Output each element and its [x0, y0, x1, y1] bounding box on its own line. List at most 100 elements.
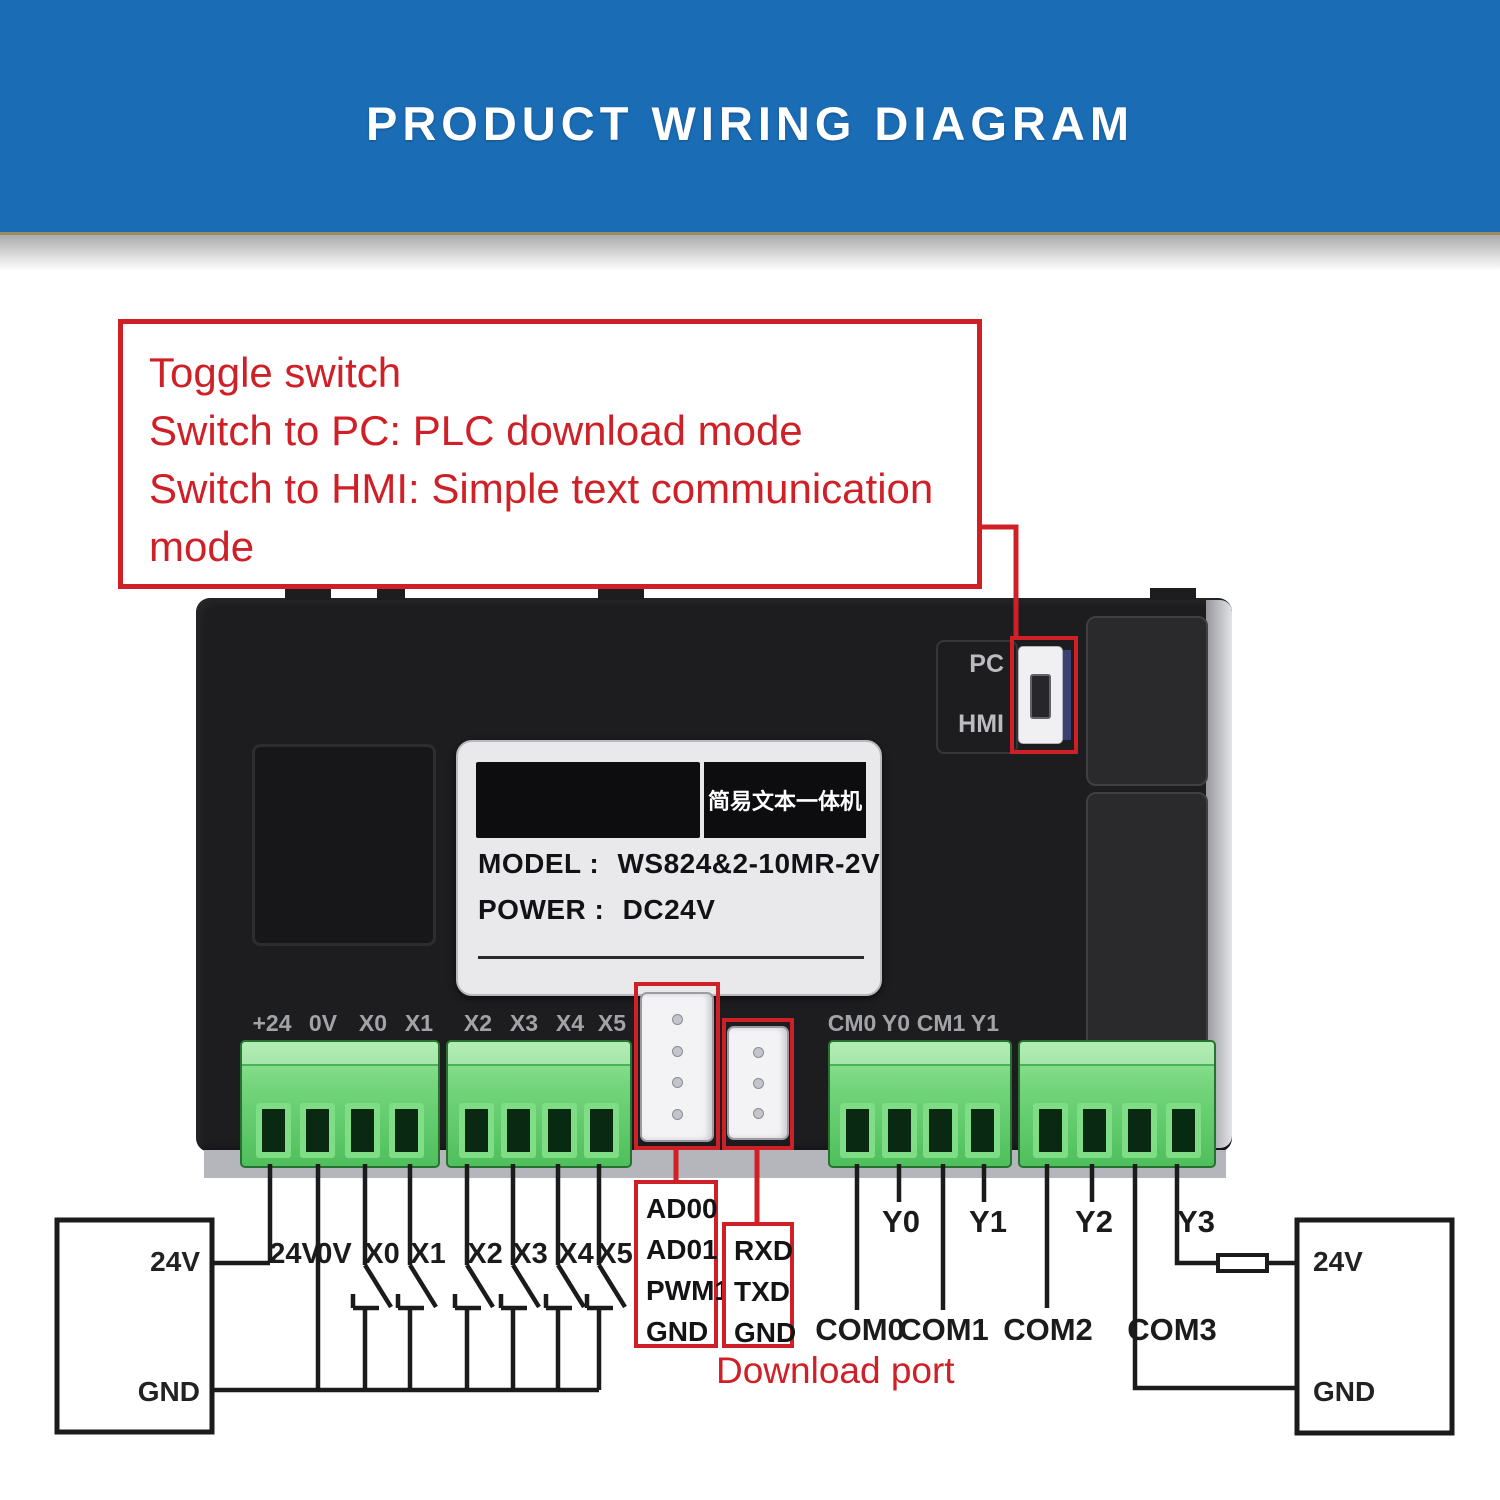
terminal-block-inputs-1 [240, 1040, 440, 1168]
model-value: WS824&2-10MR-2V [617, 848, 881, 879]
output-label: Y2 [1075, 1204, 1113, 1239]
common-label: COM2 [1003, 1312, 1093, 1347]
terminal-hole [584, 1103, 620, 1158]
device-top-tab [1150, 588, 1196, 600]
serial-pinout-box: RXD TXD GND [722, 1222, 796, 1348]
header-banner: PRODUCT WIRING DIAGRAM [0, 0, 1500, 232]
terminal-holes [1024, 1103, 1210, 1158]
left-supply-24v-label: 24V [150, 1246, 200, 1277]
terminal-label: X1 [404, 1010, 434, 1036]
device-top-tab [377, 588, 405, 600]
wire-label: X5 [597, 1238, 633, 1270]
connector-4pin [640, 992, 714, 1142]
serial-pin-label: TXD [734, 1276, 790, 1307]
left-supply-gnd-label: GND [137, 1376, 200, 1407]
serial-pin-label: GND [734, 1317, 797, 1348]
power-label: POWER : [478, 894, 605, 925]
terminal-hole [840, 1103, 876, 1158]
terminal-label: +24 [252, 1010, 292, 1036]
terminal-holes [834, 1103, 1006, 1158]
terminal-block-lip [830, 1042, 1010, 1066]
switch-pcb-strip [1063, 650, 1071, 740]
right-supply-gnd-label: GND [1313, 1376, 1376, 1407]
analog-pin-label: AD01 [646, 1234, 718, 1265]
toggle-switch-note-box: Toggle switch Switch to PC: PLC download… [118, 319, 982, 589]
terminal-label: CM1 [916, 1010, 966, 1036]
plate-divider [478, 956, 864, 959]
terminal-label: X2 [463, 1010, 493, 1036]
common-label: COM1 [899, 1312, 989, 1347]
common-label: COM0 [815, 1312, 905, 1347]
terminal-block-outputs-2 [1018, 1040, 1216, 1168]
mode-switch-panel [936, 640, 1018, 754]
terminal-hole [964, 1103, 1000, 1158]
pin-dot [671, 1045, 683, 1057]
terminal-hole [389, 1103, 425, 1158]
terminal-hole [1033, 1103, 1069, 1158]
analog-pin-label: AD00 [646, 1193, 718, 1224]
output-label: Y3 [1177, 1204, 1215, 1239]
device-top-tab [598, 588, 644, 600]
pc-mode-label: PC [969, 650, 1004, 678]
label-plate: 简易文本一体机 MODEL : WS824&2-10MR-2V POWER : … [456, 740, 882, 996]
terminal-block-lip [448, 1042, 630, 1066]
terminal-hole [500, 1103, 536, 1158]
terminal-block-inputs-2 [446, 1040, 632, 1168]
highlight-box-3pin [722, 1018, 794, 1150]
terminal-hole [542, 1103, 578, 1158]
brand-redaction-block [476, 762, 700, 838]
terminal-hole [923, 1103, 959, 1158]
wire-label: 0V [316, 1238, 352, 1270]
analog-pin-label: PWM1 [646, 1275, 730, 1306]
page-title: PRODUCT WIRING DIAGRAM [366, 96, 1134, 150]
terminal-label: X0 [358, 1010, 388, 1036]
terminal-label: X4 [555, 1010, 585, 1036]
terminal-label: Y1 [970, 1010, 1000, 1036]
terminal-holes [452, 1103, 626, 1158]
highlight-box-4pin [634, 982, 720, 1150]
port-cover-top [1086, 616, 1208, 786]
serial-pin-label: RXD [734, 1235, 794, 1266]
banner-shadow [0, 235, 1500, 277]
note-line: Switch to PC: PLC download mode [149, 407, 803, 454]
terminal-hole [881, 1103, 917, 1158]
terminal-hole [458, 1103, 494, 1158]
product-name-cn: 简易文本一体机 [704, 762, 866, 838]
load-resistor [1216, 1253, 1269, 1273]
note-line: Switch to HMI: Simple text communication [149, 465, 934, 512]
device-recessed-panel [252, 744, 436, 946]
terminal-label: X3 [509, 1010, 539, 1036]
pin-dot [671, 1077, 683, 1089]
terminal-label: 0V [308, 1010, 338, 1036]
terminal-block-outputs-1 [828, 1040, 1012, 1168]
device-top-tab [285, 588, 331, 600]
banner-edge-line [0, 232, 1500, 235]
pin-dot [752, 1107, 764, 1119]
terminal-hole [1077, 1103, 1113, 1158]
power-row: POWER : DC24V [478, 894, 715, 926]
hmi-mode-label: HMI [958, 710, 1004, 738]
note-line: mode [149, 523, 255, 570]
output-label: Y1 [969, 1204, 1007, 1239]
common-label: COM3 [1127, 1312, 1217, 1347]
terminal-hole [1165, 1103, 1201, 1158]
terminal-block-lip [1020, 1042, 1214, 1066]
terminal-hole [1121, 1103, 1157, 1158]
terminal-block-lip [242, 1042, 438, 1066]
switch-highlight-box [1010, 636, 1078, 754]
output-label: Y0 [882, 1204, 920, 1239]
pin-dot [671, 1108, 683, 1120]
terminal-holes [246, 1103, 434, 1158]
power-value: DC24V [622, 894, 716, 925]
pin-dot [752, 1047, 764, 1059]
connector-3pin [727, 1026, 789, 1140]
wire-label: 24V [269, 1238, 321, 1270]
terminal-label: X5 [597, 1010, 627, 1036]
analog-pinout-box: AD00 AD01 PWM1 GND [634, 1180, 730, 1348]
download-port-caption: Download port [716, 1350, 955, 1391]
terminal-hole [300, 1103, 336, 1158]
terminal-hole [344, 1103, 380, 1158]
right-supply-24v-label: 24V [1313, 1246, 1363, 1277]
model-label: MODEL : [478, 848, 600, 879]
